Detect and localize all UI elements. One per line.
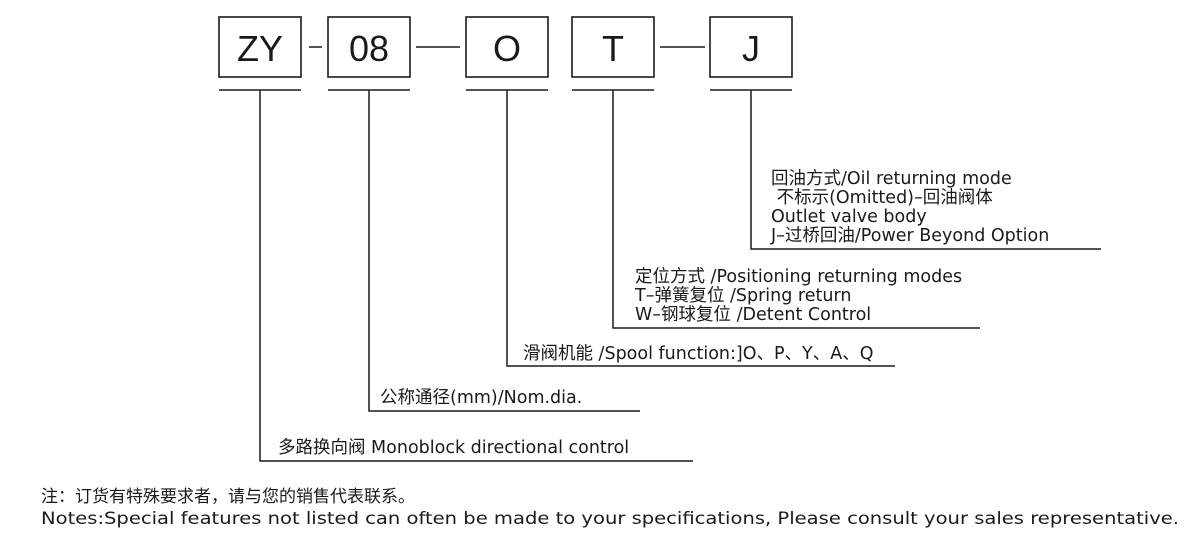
desc-line: 定位方式 /Positioning returning modes [635, 267, 962, 287]
code-box-08: 08 [327, 16, 411, 78]
code-segment-t: T [602, 28, 624, 69]
desc-positioning-mode: 定位方式 /Positioning returning modes T–弹簧复位… [634, 267, 962, 325]
code-segment-o: O [493, 28, 521, 69]
notes: 注：订货有特殊要求者，请与您的销售代表联系。 Notes:Special fea… [41, 487, 1179, 529]
desc-line: 公称通径(mm)/Nom.dia. [380, 388, 582, 408]
desc-line: Outlet valve body [771, 207, 927, 227]
leader-line-j [750, 90, 1101, 250]
desc-line: W–钢球复位 /Detent Control [635, 305, 871, 325]
desc-line: 不标示(Omitted)–回油阀体 [771, 188, 993, 208]
desc-nominal-diameter: 公称通径(mm)/Nom.dia. [380, 388, 582, 408]
note-chinese: 注：订货有特殊要求者，请与您的销售代表联系。 [41, 487, 415, 507]
code-box-o: O [465, 16, 549, 78]
leader-line-o [506, 90, 895, 367]
leader-line-zy [259, 90, 693, 462]
code-segment-08: 08 [349, 28, 389, 69]
code-box-j: J [709, 16, 793, 78]
desc-spool-function: 滑阀机能 /Spool function:]O、P、Y、A、Q [523, 344, 874, 364]
desc-line: J–过桥回油/Power Beyond Option [770, 226, 1049, 246]
desc-line: 回油方式/Oil returning mode [771, 169, 1012, 189]
code-segment-j: J [742, 28, 760, 69]
code-box-zy: ZY [218, 16, 302, 78]
code-box-t: T [571, 16, 655, 78]
desc-line: T–弹簧复位 /Spring return [634, 286, 851, 306]
code-segment-zy: ZY [237, 28, 283, 69]
desc-line: 滑阀机能 /Spool function:]O、P、Y、A、Q [523, 344, 874, 364]
desc-monoblock: 多路换向阀 Monoblock directional control [278, 438, 629, 458]
leader-line-t [612, 90, 980, 329]
note-english: Notes:Special features not listed can of… [41, 509, 1179, 529]
desc-line: 多路换向阀 Monoblock directional control [278, 438, 629, 458]
leader-line-size [368, 90, 640, 412]
desc-return-mode: 回油方式/Oil returning mode 不标示(Omitted)–回油阀… [770, 169, 1049, 246]
